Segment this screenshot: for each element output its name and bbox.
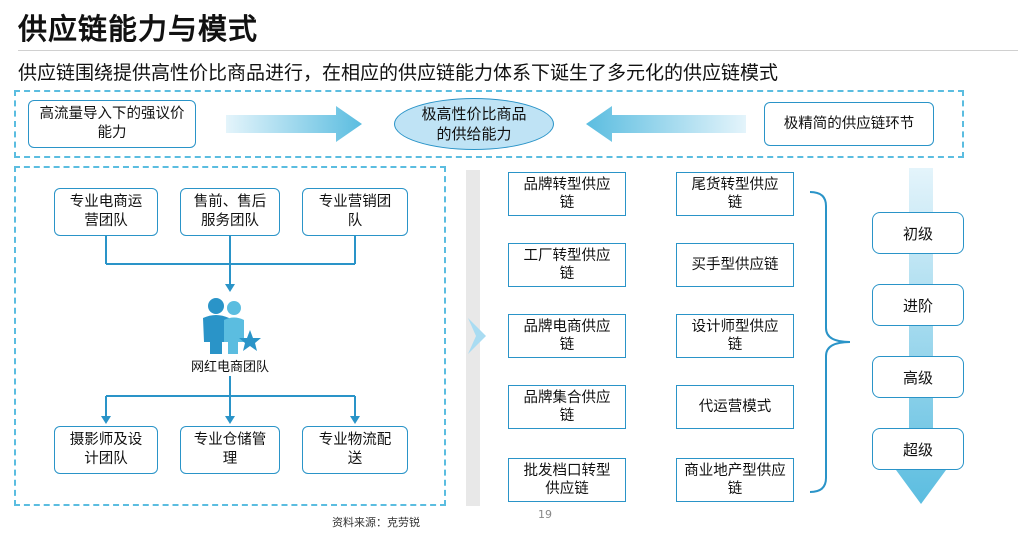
people-star-icon: [203, 298, 261, 354]
page-subtitle: 供应链围绕提供高性价比商品进行，在相应的供应链能力体系下诞生了多元化的供应链模式: [18, 62, 779, 84]
capability-lean-box: 极精简的供应链环节: [764, 102, 934, 146]
capability-bargaining-label: 高流量导入下的强议价能力: [39, 106, 185, 141]
team-connectors: [101, 236, 360, 424]
supply-chain-label: 批发档口转型供应链: [523, 463, 611, 497]
capability-lean-label: 极精简的供应链环节: [783, 115, 915, 132]
stage-label: 超级: [902, 440, 933, 459]
supply-chain-label: 品牌集合供应链: [523, 390, 611, 424]
supply-chain-agency: 代运营模式: [676, 385, 794, 429]
stage-beginner: 初级: [872, 212, 964, 254]
supply-chain-label: 品牌电商供应链: [523, 319, 611, 353]
supply-chain-brand-transform: 品牌转型供应链: [508, 172, 626, 216]
supply-chain-label: 工厂转型供应链: [523, 248, 611, 282]
supply-chain-label: 尾货转型供应链: [691, 177, 779, 211]
team-ecommerce-ops-box: 专业电商运营团队: [54, 188, 158, 236]
supply-chain-label: 代运营模式: [698, 399, 772, 415]
stage-super: 超级: [872, 428, 964, 470]
top-capability-band: [14, 90, 964, 158]
chevron-right-icon: [468, 318, 486, 354]
capability-supply-label: 极高性价比商品的供给能力: [421, 105, 527, 143]
page-number: 19: [538, 508, 552, 521]
supply-chain-wholesale: 批发档口转型供应链: [508, 458, 626, 502]
team-ecommerce-ops-label: 专业电商运营团队: [69, 194, 143, 229]
supply-chain-label: 买手型供应链: [691, 257, 779, 273]
supply-chain-designer: 设计师型供应链: [676, 314, 794, 358]
stage-label: 初级: [902, 224, 933, 243]
source-note: 资料来源：克劳锐: [332, 516, 420, 529]
stage-label: 进阶: [902, 296, 933, 315]
team-warehouse-box: 专业仓储管理: [180, 426, 280, 474]
arrow-right-icon: [226, 106, 362, 142]
supply-chain-brand-ecommerce: 品牌电商供应链: [508, 314, 626, 358]
stage-label: 高级: [902, 368, 933, 387]
team-logistics-box: 专业物流配送: [302, 426, 408, 474]
supply-chain-commercial-property: 商业地产型供应链: [676, 458, 794, 502]
team-warehouse-label: 专业仓储管理: [193, 432, 267, 467]
supply-chain-buyer: 买手型供应链: [676, 243, 794, 287]
arrow-down-icon: [896, 168, 946, 504]
stage-advanced: 进阶: [872, 284, 964, 326]
team-logistics-label: 专业物流配送: [318, 432, 392, 467]
supply-chain-label: 设计师型供应链: [691, 319, 779, 353]
team-service-box: 售前、售后服务团队: [180, 188, 280, 236]
supply-chain-factory-transform: 工厂转型供应链: [508, 243, 626, 287]
arrow-left-icon: [586, 106, 746, 142]
title-divider: [18, 50, 1018, 51]
panel-divider: [466, 170, 480, 506]
capability-supply-oval: 极高性价比商品的供给能力: [394, 98, 554, 150]
supply-chain-label: 品牌转型供应链: [523, 177, 611, 211]
stage-senior: 高级: [872, 356, 964, 398]
supply-chain-brand-collection: 品牌集合供应链: [508, 385, 626, 429]
supply-chain-label: 商业地产型供应链: [684, 463, 786, 497]
capability-bargaining-box: 高流量导入下的强议价能力: [28, 100, 196, 148]
supply-chain-surplus: 尾货转型供应链: [676, 172, 794, 216]
team-marketing-label: 专业营销团队: [318, 194, 392, 229]
team-photographer-label: 摄影师及设计团队: [69, 432, 143, 467]
brace-icon: [809, 191, 851, 493]
influencer-team-label: 网红电商团队: [190, 360, 269, 375]
team-service-label: 售前、售后服务团队: [193, 194, 267, 229]
team-marketing-box: 专业营销团队: [302, 188, 408, 236]
team-panel: [14, 166, 446, 506]
team-photographer-box: 摄影师及设计团队: [54, 426, 158, 474]
page-title: 供应链能力与模式: [18, 12, 259, 46]
